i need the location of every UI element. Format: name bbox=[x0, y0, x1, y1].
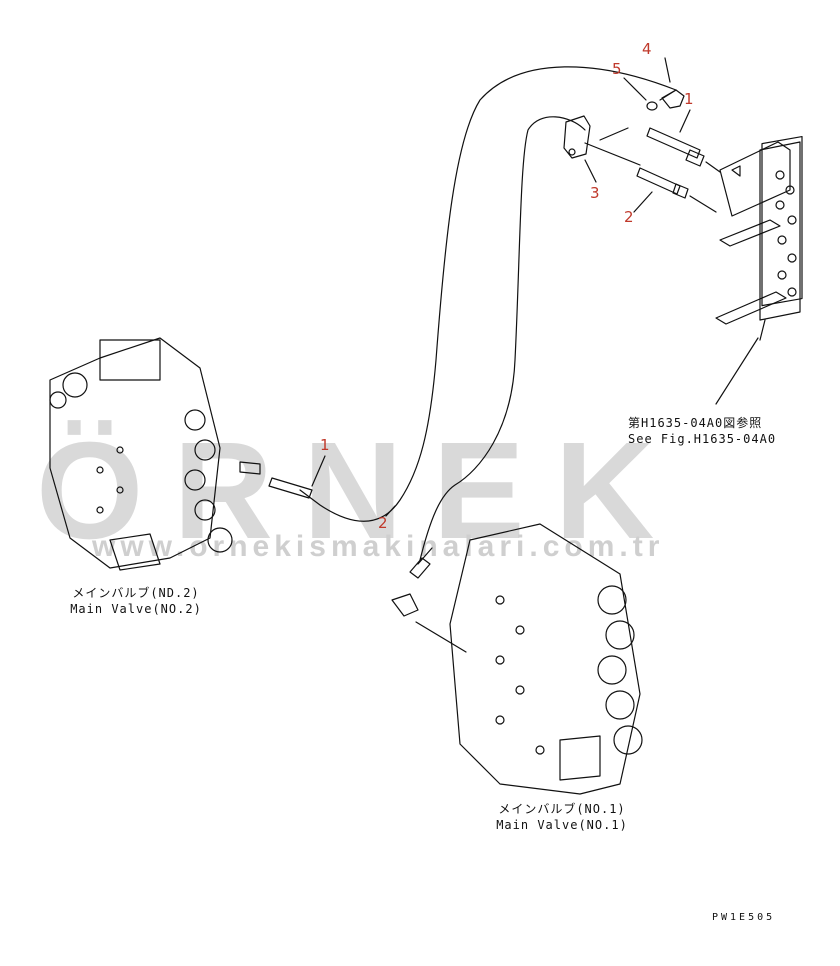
washer-part-5 bbox=[646, 101, 658, 111]
callout-2-mid: 2 bbox=[378, 514, 388, 532]
main-valve-no2 bbox=[49, 337, 233, 571]
callout-2-top: 2 bbox=[624, 208, 634, 226]
drawing-code: PW1E505 bbox=[712, 912, 776, 923]
elbow-fitting bbox=[391, 593, 419, 617]
manifold-bracket bbox=[715, 135, 803, 341]
valve1-label-en: Main Valve(NO.1) bbox=[496, 818, 628, 832]
callout-1-mid: 1 bbox=[320, 436, 330, 454]
callout-3: 3 bbox=[590, 184, 600, 202]
watermark-url: www.ornekismakinalari.com.tr bbox=[92, 530, 665, 563]
fitting-valve2 bbox=[239, 461, 261, 475]
valve2-label-jp: メインバルブ(ND.2) bbox=[72, 586, 200, 600]
fitting-mid-1 bbox=[268, 477, 313, 499]
reference-label-jp: 第H1635-04A0図参照 bbox=[628, 416, 763, 430]
valve1-label-jp: メインバルブ(NO.1) bbox=[498, 802, 626, 816]
hose-inner bbox=[419, 116, 586, 561]
leader-see-fig bbox=[715, 337, 759, 405]
callout-4: 4 bbox=[642, 40, 652, 58]
valve2-label-en: Main Valve(NO.2) bbox=[70, 602, 202, 616]
clamp-part-3 bbox=[563, 115, 591, 159]
hose-outer bbox=[299, 66, 677, 522]
callout-5: 5 bbox=[612, 60, 622, 78]
bolt-part-4 bbox=[659, 89, 685, 109]
fitting-mid-2 bbox=[409, 557, 431, 579]
fitting-top-2 bbox=[636, 167, 689, 199]
callout-1-top: 1 bbox=[684, 90, 694, 108]
watermark-brand: ÖRNEK bbox=[36, 414, 685, 568]
reference-label-en: See Fig.H1635-04A0 bbox=[628, 432, 777, 446]
main-valve-no1 bbox=[449, 523, 643, 795]
fitting-top-1 bbox=[646, 127, 705, 167]
